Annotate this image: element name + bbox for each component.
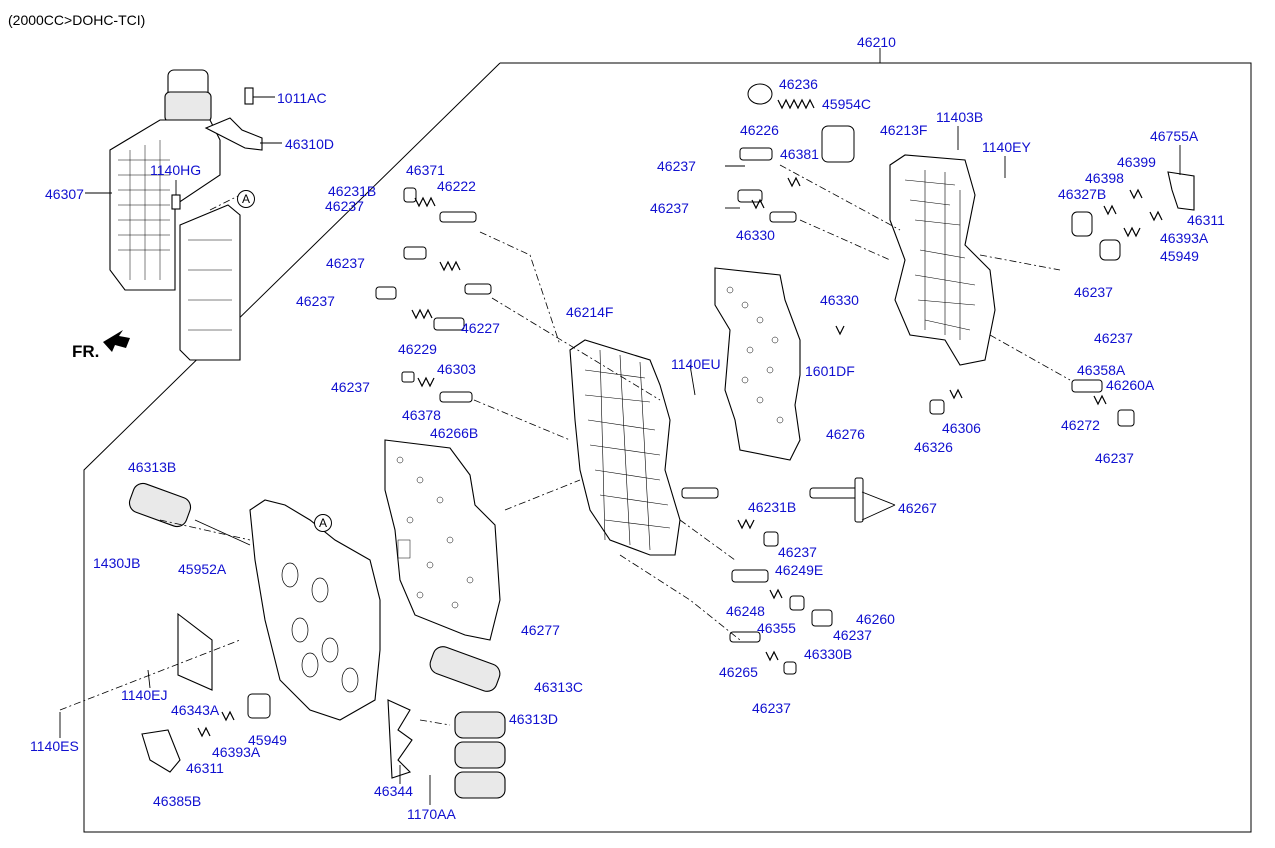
label-46237-a[interactable]: 46237 (657, 158, 696, 174)
label-46260A[interactable]: 46260A (1106, 377, 1155, 393)
label-46313C[interactable]: 46313C (534, 679, 584, 695)
label-46237-i[interactable]: 46237 (1095, 450, 1134, 466)
label-46229[interactable]: 46229 (398, 341, 437, 357)
assembly-boundary (83, 62, 1252, 833)
tcm-module-46307 (109, 69, 241, 361)
label-46277[interactable]: 46277 (521, 622, 560, 638)
label-46310D[interactable]: 46310D (285, 136, 335, 152)
label-45954C[interactable]: 45954C (822, 96, 872, 112)
label-46381[interactable]: 46381 (780, 146, 819, 162)
label-1601DF[interactable]: 1601DF (805, 363, 855, 379)
solenoid-46313D-3 (454, 771, 506, 799)
label-46399[interactable]: 46399 (1117, 154, 1156, 170)
label-46237-c[interactable]: 46237 (650, 200, 689, 216)
label-1140ES[interactable]: 1140ES (30, 738, 79, 754)
label-46226[interactable]: 46226 (740, 122, 779, 138)
reference-marker-a-bottom: A (314, 514, 332, 532)
plate-46755A (1167, 171, 1195, 211)
label-46330-a[interactable]: 46330 (736, 227, 775, 243)
solenoid-46313B (128, 482, 251, 546)
front-arrow (103, 330, 130, 352)
label-46227[interactable]: 46227 (461, 320, 500, 336)
label-1140EU[interactable]: 1140EU (671, 356, 721, 372)
label-46326[interactable]: 46326 (914, 439, 953, 455)
label-46237-l[interactable]: 46237 (752, 700, 791, 716)
valve-body-46213F (889, 154, 996, 366)
label-46237-j[interactable]: 46237 (778, 544, 817, 560)
label-11403B[interactable]: 11403B (936, 109, 984, 125)
plate-46385B (141, 729, 181, 773)
plate-46343A (177, 612, 213, 691)
label-46210[interactable]: 46210 (857, 34, 896, 50)
label-46393A-a[interactable]: 46393A (1160, 230, 1209, 246)
label-46385B[interactable]: 46385B (153, 793, 202, 809)
label-46249E[interactable]: 46249E (775, 562, 824, 578)
label-46393A-b[interactable]: 46393A (212, 744, 261, 760)
label-46276[interactable]: 46276 (826, 426, 865, 442)
solenoid-46313D-1 (454, 711, 506, 739)
bracket-46310D (204, 117, 263, 151)
label-46231B-a[interactable]: 46231B (328, 183, 377, 199)
label-46311-b[interactable]: 46311 (186, 760, 224, 776)
label-1430JB[interactable]: 1430JB (93, 555, 141, 571)
label-46260[interactable]: 46260 (856, 611, 895, 627)
front-direction-label: FR. (72, 342, 100, 361)
label-46303[interactable]: 46303 (437, 361, 476, 377)
label-46237-e[interactable]: 46237 (1074, 284, 1113, 300)
label-46237-g[interactable]: 46237 (1094, 330, 1133, 346)
label-46330-b[interactable]: 46330 (820, 292, 859, 308)
label-46371[interactable]: 46371 (406, 162, 445, 178)
label-46344[interactable]: 46344 (374, 783, 413, 799)
label-46266B[interactable]: 46266B (430, 425, 479, 441)
label-46237-b[interactable]: 46237 (325, 198, 364, 214)
label-46330B[interactable]: 46330B (804, 646, 853, 662)
label-46237-h[interactable]: 46237 (331, 379, 370, 395)
variant-header: (2000CC>DOHC-TCI) (8, 12, 146, 28)
solenoid-46313C (429, 646, 501, 692)
reference-marker-a-top: A (237, 190, 255, 208)
label-46313B[interactable]: 46313B (128, 459, 177, 475)
label-46214F[interactable]: 46214F (566, 304, 614, 320)
label-46327B[interactable]: 46327B (1058, 186, 1107, 202)
label-46358A[interactable]: 46358A (1077, 362, 1126, 378)
separator-plate-46277 (384, 439, 501, 641)
label-46222[interactable]: 46222 (437, 178, 476, 194)
label-1140EY[interactable]: 1140EY (982, 139, 1031, 155)
solenoid-46313D-2 (454, 741, 506, 769)
label-46237-f[interactable]: 46237 (296, 293, 335, 309)
label-46237-d[interactable]: 46237 (326, 255, 365, 271)
label-46398[interactable]: 46398 (1085, 170, 1124, 186)
label-46231B-b[interactable]: 46231B (748, 499, 797, 515)
label-1011AC[interactable]: 1011AC (277, 90, 327, 106)
valve-body-lower (249, 499, 381, 721)
label-46755A[interactable]: 46755A (1150, 128, 1199, 144)
label-46272[interactable]: 46272 (1061, 417, 1100, 433)
label-46265[interactable]: 46265 (719, 664, 758, 680)
label-46307[interactable]: 46307 (45, 186, 84, 202)
label-46355[interactable]: 46355 (757, 620, 796, 636)
label-1140EJ[interactable]: 1140EJ (121, 687, 168, 703)
label-45952A[interactable]: 45952A (178, 561, 227, 577)
label-46306[interactable]: 46306 (942, 420, 981, 436)
label-46213F[interactable]: 46213F (880, 122, 928, 138)
label-46343A[interactable]: 46343A (171, 702, 220, 718)
label-46311-a[interactable]: 46311 (1187, 212, 1225, 228)
label-46313D[interactable]: 46313D (509, 711, 559, 727)
bolt-1140HG (171, 194, 181, 210)
label-46236[interactable]: 46236 (779, 76, 818, 92)
label-1170AA[interactable]: 1170AA (407, 806, 456, 822)
label-1140HG[interactable]: 1140HG (150, 162, 202, 178)
label-46378[interactable]: 46378 (402, 407, 441, 423)
label-45949-a[interactable]: 45949 (1160, 248, 1199, 264)
label-45949-b[interactable]: 45949 (248, 732, 287, 748)
label-46248[interactable]: 46248 (726, 603, 765, 619)
label-46267[interactable]: 46267 (898, 500, 937, 516)
label-46237-k[interactable]: 46237 (833, 627, 872, 643)
plate-46344 (387, 699, 413, 779)
bolt-1011AC (244, 87, 254, 105)
separator-plate-46276 (714, 267, 801, 461)
